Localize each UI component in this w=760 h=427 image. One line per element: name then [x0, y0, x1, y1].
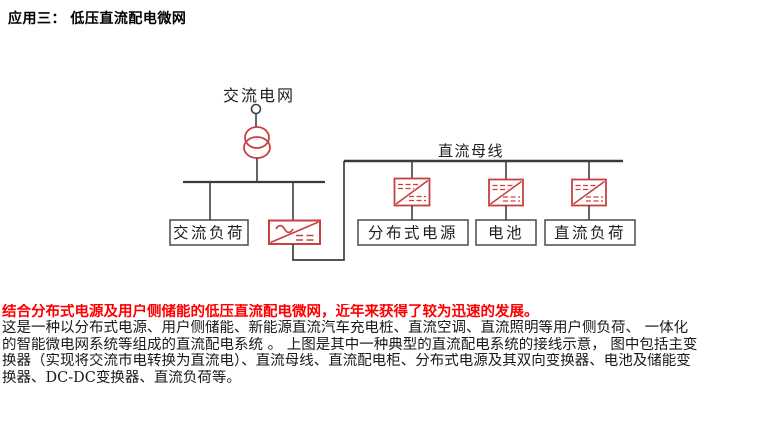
dcdc-converter-icon-distributed-source	[393, 177, 431, 207]
body-line: 这是一种以分布式电源、用户侧储能、新能源直流汽车充电桩、直流空调、直流照明等用户…	[2, 320, 689, 337]
dc-bus-label: 直流母线	[438, 142, 504, 160]
ac-load-label: 交流负荷	[173, 224, 245, 242]
body-line: 换器（实现将交流市电转换为直流电）、直流母线、直流配电柜、分布式电源及其双向变换…	[2, 353, 691, 370]
ac-grid-label: 交流电网	[223, 86, 295, 105]
converter-to-dcbus-wire	[292, 161, 345, 261]
battery-box: 电池	[475, 219, 537, 246]
acdc-converter-icon	[268, 219, 321, 245]
dc-microgrid-diagram: 交流电网 交流负荷 直流母线	[169, 86, 636, 261]
distributed-source-box: 分布式电源	[357, 219, 469, 246]
dc-load-box: 直流负荷	[544, 219, 636, 246]
dcdc-converter-icon-battery	[488, 178, 524, 207]
body-line: 换器、DC-DC变换器、直流负荷等。	[2, 369, 241, 386]
dc-load-label: 直流负荷	[554, 224, 626, 242]
page-title: 应用三： 低压直流配电微网	[8, 10, 187, 26]
dcdc-converter-icon-dc-load	[571, 178, 607, 207]
body-text: 结合分布式电源及用户侧储能的低压直流配电微网，近年来获得了较为迅速的发展。 这是…	[2, 304, 759, 386]
transformer-icon	[243, 126, 271, 182]
highlight-sentence: 结合分布式电源及用户侧储能的低压直流配电微网，近年来获得了较为迅速的发展。	[2, 304, 539, 320]
distributed-source-label: 分布式电源	[368, 224, 458, 242]
ac-load-box: 交流负荷	[169, 219, 249, 246]
body-line: 的智能微电网系统等组成的直流配电系统 。 上图是其中一种典型的直流配电系统的接线…	[2, 336, 698, 353]
battery-label: 电池	[488, 224, 524, 242]
ac-grid-terminal-icon	[250, 103, 262, 127]
